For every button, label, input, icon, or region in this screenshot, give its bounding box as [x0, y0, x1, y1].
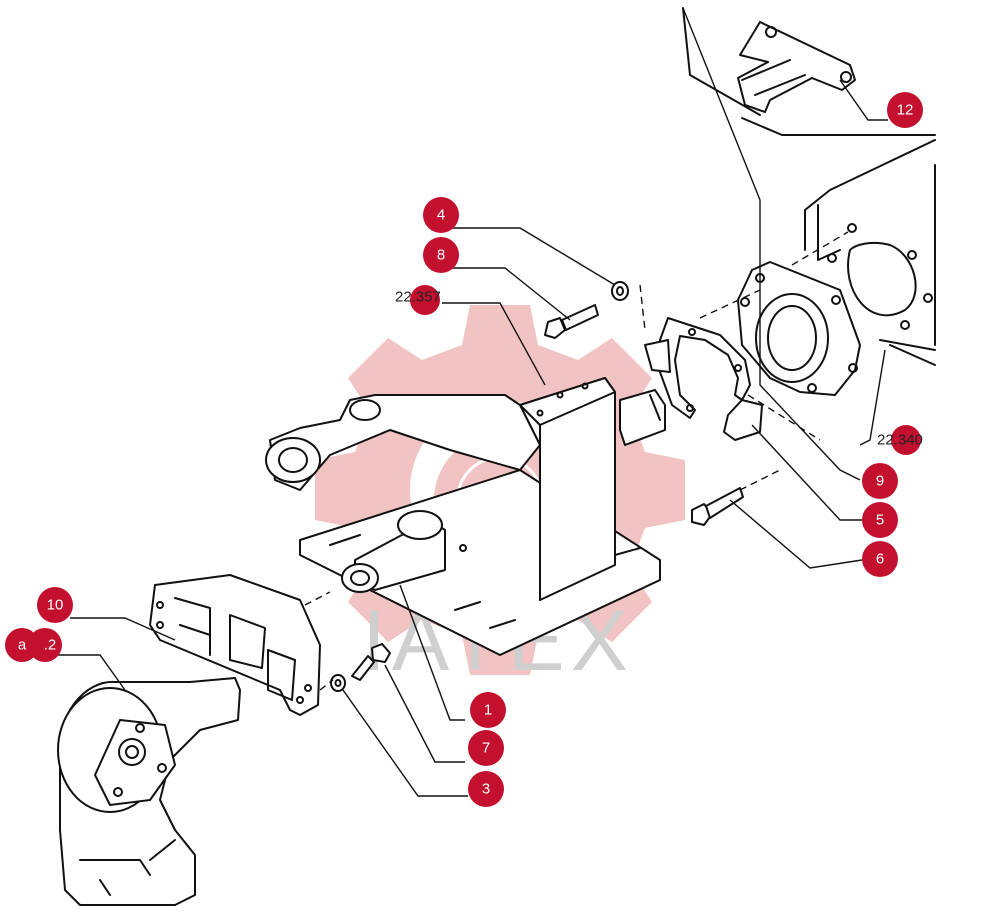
- callout-9: 9: [862, 463, 898, 499]
- callout-3: 3: [468, 771, 504, 807]
- svg-text:6: 6: [876, 551, 884, 568]
- svg-text:7: 7: [482, 740, 490, 757]
- callout-a: a .2: [5, 628, 62, 662]
- svg-text:3: 3: [482, 781, 490, 798]
- clamp-ring-part-5: [644, 317, 763, 441]
- callout-12: 12: [887, 92, 923, 128]
- axle-hub-casting: [57, 677, 241, 906]
- front-axle-support: [265, 377, 666, 656]
- callout-4: 4: [423, 197, 459, 233]
- svg-text:a: a: [18, 637, 27, 654]
- reference-marker: [891, 425, 921, 455]
- svg-text:1: 1: [484, 702, 492, 719]
- reference-marker: [410, 285, 440, 315]
- svg-text:12: 12: [897, 102, 914, 119]
- bearing-flange-part-9: [737, 261, 861, 396]
- alignment-lines: [304, 231, 849, 691]
- callout-1: 1: [470, 692, 506, 728]
- reference-label-22-357: 22.357: [395, 289, 441, 306]
- svg-text:5: 5: [876, 512, 884, 529]
- callout-6: 6: [862, 541, 898, 577]
- reference-labels: 22.357 22.340: [395, 285, 923, 455]
- callout-10: 10: [37, 587, 73, 623]
- leader-lines: [50, 7, 888, 797]
- svg-text:9: 9: [876, 473, 884, 490]
- callout-7: 7: [468, 730, 504, 766]
- svg-text:4: 4: [437, 207, 445, 224]
- svg-text:10: 10: [47, 597, 64, 614]
- tractor-frame: [682, 7, 936, 366]
- bracket-part-10: [149, 574, 321, 716]
- fasteners: [330, 281, 744, 692]
- bracket-part-12: [737, 21, 856, 113]
- callout-8: 8: [423, 237, 459, 273]
- callout-5: 5: [862, 502, 898, 538]
- reference-label-22-340: 22.340: [877, 432, 923, 449]
- reference-label-dot-2: .2: [44, 637, 57, 654]
- callouts: 12 4 8 9 5 6 10 1: [5, 92, 923, 807]
- svg-text:8: 8: [437, 247, 445, 264]
